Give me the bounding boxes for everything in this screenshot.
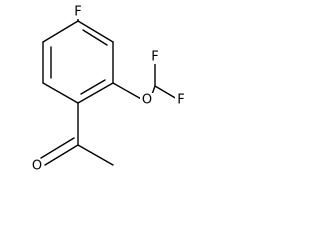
chemical-structure: F O F F O	[30, 5, 187, 174]
atom-ether-oxygen: O	[140, 93, 154, 108]
atom-carbonyl-oxygen: O	[30, 159, 44, 174]
bond-chf2-fluorine-right	[154, 85, 178, 100]
ring-bond-c4-c5	[42, 82, 79, 104]
carbonyl-double-bond-a	[44, 144, 79, 166]
atom-label-fluorine-right: F	[177, 93, 184, 108]
ring-bond-c6-c1	[42, 20, 79, 43]
ring-double-bond-inner-2	[80, 79, 106, 95]
bond-c3-ether-oxygen	[112, 82, 144, 101]
atom-label-ether-oxygen: O	[142, 93, 152, 108]
atom-label-fluorine-top: F	[151, 50, 158, 65]
atom-fluorine-right: F	[175, 93, 187, 108]
carbonyl-double-bond-b	[40, 137, 75, 159]
bond-carbonyl-methyl	[77, 144, 114, 166]
atom-label-carbonyl-oxygen: O	[32, 159, 42, 174]
ring-bond-c1-c2	[77, 20, 114, 43]
ring-double-bond-inner-1	[82, 29, 108, 46]
atom-fluorine-top: F	[149, 50, 161, 65]
ring-bond-c3-c4	[77, 82, 114, 104]
atom-label-fluorine-ring: F	[74, 5, 81, 20]
atom-fluorine-ring: F	[72, 5, 84, 20]
